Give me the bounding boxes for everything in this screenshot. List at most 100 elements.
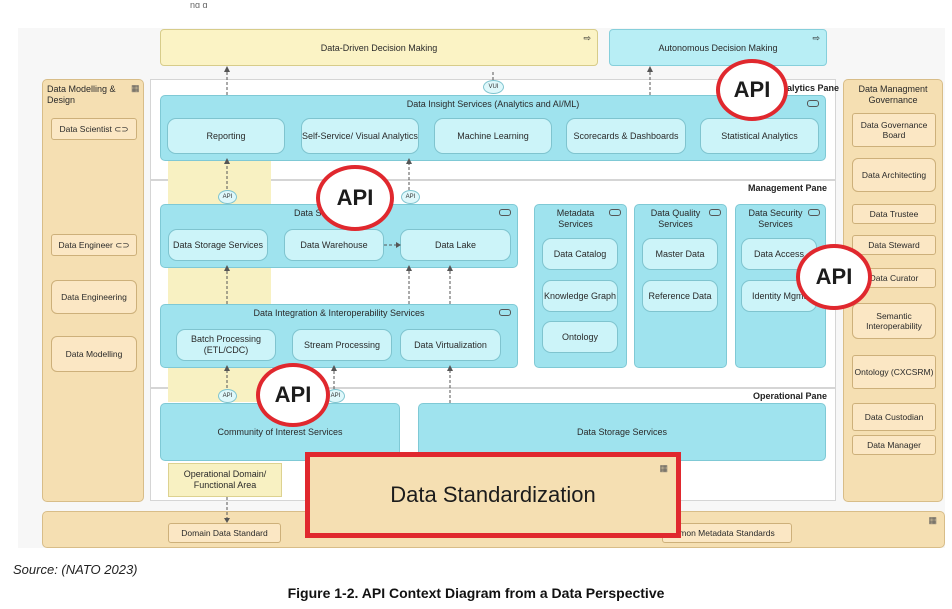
integration-item-batch: Batch Processing (ETL/CDC) [176,329,276,361]
quality-item-label: Master Data [655,248,705,259]
insight-item-label: Reporting [206,130,246,141]
right-item-data-steward: Data Steward [852,235,936,255]
data-standardization-box: Data Standardization ▦ [305,452,681,538]
metadata-item-label: Knowledge Graph [543,290,617,301]
service-icon [807,100,819,107]
right-column: Data Managment Governance [843,79,943,502]
service-icon [709,209,721,216]
right-item-label: Data Curator [869,273,919,283]
left-column-title: Data Modelling & Design [47,84,116,105]
api-callout-integration: API [256,363,330,427]
left-item-label: Data Modelling [65,349,123,359]
autonomous-label: Autonomous Decision Making [658,43,778,53]
insight-item-reporting: Reporting [167,118,285,154]
quality-services-title: Data Quality Services [650,208,701,229]
right-item-semantic-interoperability: Semantic Interoperability [852,303,936,339]
metadata-item-label: Data Catalog [553,248,607,259]
right-item-governance-board: Data Governance Board [852,113,936,147]
top-cutoff-text: ng g [190,0,208,8]
figure-caption: Figure 1-2. API Context Diagram from a D… [287,585,665,601]
right-column-title: Data Managment Governance [858,84,928,105]
quality-item-reference-data: Reference Data [642,280,718,312]
right-item-label: Ontology (CXCSRM) [854,367,934,377]
quality-item-label: Reference Data [648,290,712,301]
decision-making-label: Data-Driven Decision Making [320,43,438,53]
grid-icon: ▦ [928,515,937,525]
quality-item-master-data: Master Data [642,238,718,270]
right-item-label: Data Governance Board [860,120,928,140]
operational-pane-title: Operational Pane [753,391,828,401]
left-item-data-engineer: Data Engineer ⊂⊃ [51,234,137,256]
right-item-data-trustee: Data Trustee [852,204,936,224]
arrow-icon: ⇨ [583,33,591,43]
domain-data-standard: Domain Data Standard [168,523,281,543]
right-item-label: Data Architecting [861,170,927,180]
integration-item-stream: Stream Processing [292,329,392,361]
left-item-label: Data Engineering [61,292,127,302]
service-icon [609,209,621,216]
storage-item-label: Data Storage Services [172,239,264,250]
operational-domain-box: Operational Domain/ Functional Area [168,463,282,497]
integration-item-virtualization: Data Virtualization [400,329,501,361]
right-item-label: Data Custodian [864,412,924,422]
integration-item-label: Data Virtualization [414,339,487,350]
right-item-label: Semantic Interoperability [866,311,922,331]
left-item-label: Data Engineer [58,240,113,250]
storage-item-label: Data Lake [434,239,477,250]
right-item-label: Data Trustee [869,209,919,219]
left-item-label: Data Scientist [59,124,112,134]
insight-item-label: Machine Learning [457,130,529,141]
right-item-ontology: Ontology (CXCSRM) [852,355,936,389]
storage-item-data-storage: Data Storage Services [168,229,268,261]
insight-item-label: Scorecards & Dashboards [573,130,679,141]
decision-making-box: Data-Driven Decision Making ⇨ [160,29,598,66]
storage-item-data-warehouse: Data Warehouse [284,229,384,261]
left-item-data-scientist: Data Scientist ⊂⊃ [51,118,137,140]
service-icon [808,209,820,216]
api-interface-icon: API [401,190,420,204]
service-icon [499,209,511,216]
community-services-label: Community of Interest Services [217,426,343,437]
right-item-data-custodian: Data Custodian [852,403,936,431]
security-item-label: Data Access [753,248,805,259]
integration-item-label: Stream Processing [303,339,381,350]
data-standardization-label: Data Standardization [390,482,596,507]
insight-services-title: Data Insight Services (Analytics and AI/… [406,99,580,109]
grid-icon: ▦ [659,463,668,473]
domain-data-standard-label: Domain Data Standard [181,528,268,538]
insight-item-label: Statistical Analytics [721,130,798,141]
integration-services-title: Data Integration & Interoperability Serv… [253,308,425,318]
security-item-label: Identity Mgmt [751,290,807,301]
arrow-icon: ⇨ [812,33,820,43]
integration-item-label: Batch Processing (ETL/CDC) [190,334,262,355]
role-icon: ⊂⊃ [114,124,129,134]
analytics-pane-title: Analytics Pane [775,83,840,93]
operational-storage-box: Data Storage Services [418,403,826,461]
api-callout-storage: API [316,165,394,231]
security-services-title: Data Security Services [748,208,803,229]
operational-domain-label: Operational Domain/ Functional Area [183,469,267,490]
left-item-data-modelling: Data Modelling [51,336,137,372]
autonomous-box: Autonomous Decision Making ⇨ [609,29,827,66]
source-text: Source: (NATO 2023) [13,562,138,577]
insight-item-label: Self-Service/ Visual Analytics [302,130,418,141]
service-icon [499,309,511,316]
right-item-data-architecting: Data Architecting [852,158,936,192]
right-item-label: Data Manager [867,440,921,450]
api-interface-icon: API [218,389,237,403]
metadata-item-knowledge-graph: Knowledge Graph [542,280,618,312]
role-icon: ⊂⊃ [115,240,130,250]
metadata-item-data-catalog: Data Catalog [542,238,618,270]
metadata-services-title: Metadata Services [556,208,595,229]
metadata-item-label: Ontology [561,331,599,342]
operational-storage-label: Data Storage Services [576,426,668,437]
storage-item-data-lake: Data Lake [400,229,511,261]
left-item-data-engineering: Data Engineering [51,280,137,314]
grid-icon: ▦ [131,83,140,93]
right-item-label: Data Steward [868,240,920,250]
insight-item-self-service: Self-Service/ Visual Analytics [301,118,419,154]
insight-item-scorecards: Scorecards & Dashboards [566,118,686,154]
api-callout-analytics: API [716,59,788,121]
right-item-data-manager: Data Manager [852,435,936,455]
